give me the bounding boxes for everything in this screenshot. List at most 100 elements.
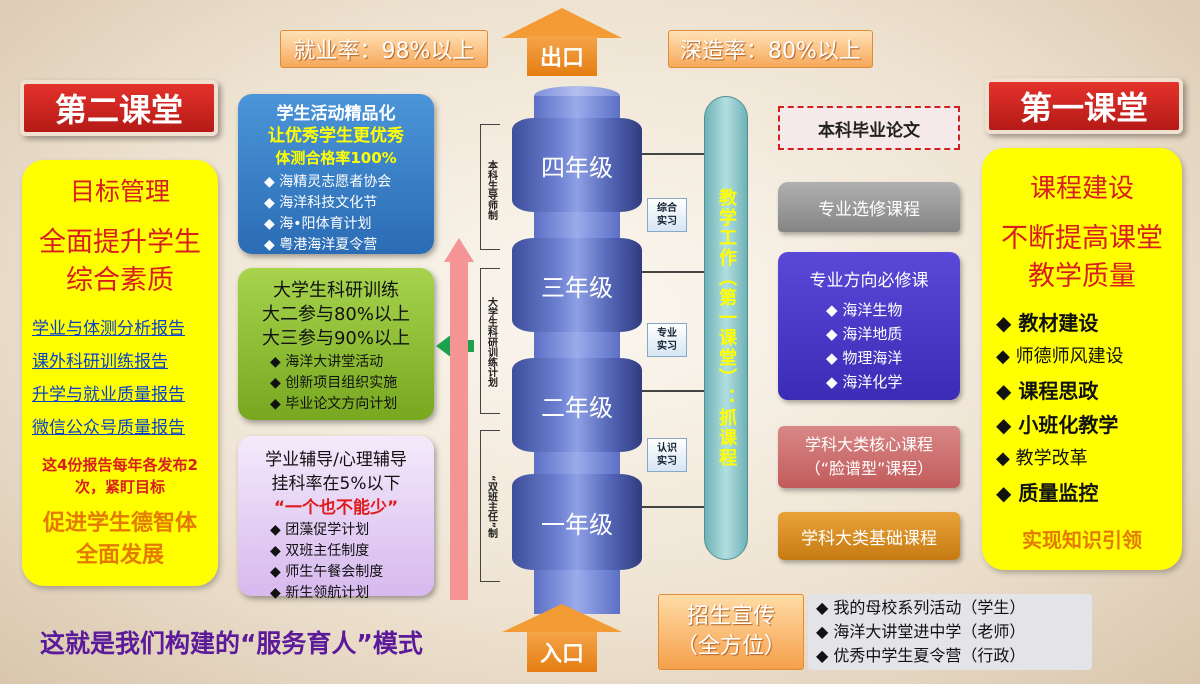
connector-line — [642, 271, 704, 273]
list-item: 海洋化学 — [826, 370, 960, 394]
required-course-title: 专业方向必修课 — [809, 270, 929, 291]
recruit-line1: 招生宣传 — [686, 604, 775, 629]
report-link[interactable]: 微信公众号质量报告 — [32, 418, 185, 438]
course-measure-list: 教材建设 师德师风建设 课程思政 小班化教学 教学改革 质量监控 — [996, 306, 1182, 510]
tutoring-title: 学业辅导/心理辅导 — [265, 449, 407, 470]
tutoring-list: 团藻促学计划 双班主任制度 师生午餐会制度 新生领航计划 — [270, 520, 434, 604]
goal-heading: 目标管理 — [69, 177, 170, 206]
bracket-tutor — [480, 124, 500, 250]
list-item: 师德师风建设 — [996, 340, 1182, 374]
list-item: 海洋大讲堂进中学（老师） — [816, 620, 1092, 644]
list-item: 海洋地质 — [826, 322, 960, 346]
exit-arrow: 出口 — [497, 8, 627, 76]
report-link[interactable]: 学业与体测分析报告 — [32, 319, 185, 339]
list-item: 物理海洋 — [826, 346, 960, 370]
list-item: 我的母校系列活动（学生） — [816, 596, 1092, 620]
pink-up-arrow — [444, 238, 474, 600]
report-link[interactable]: 课外科研训练报告 — [32, 352, 168, 372]
grade-4-label: 四年级 — [541, 153, 613, 182]
list-item: 师生午餐会制度 — [270, 562, 434, 583]
connector-line — [642, 506, 704, 508]
thesis-box: 本科毕业论文 — [778, 106, 960, 150]
list-item: 小班化教学 — [996, 408, 1182, 442]
list-item: 海洋大讲堂活动 — [270, 352, 434, 373]
second-classroom-title: 第二课堂 — [20, 80, 218, 136]
list-item: 海•阳体育计划 — [264, 214, 434, 235]
practice-tag-cognitive: 认识实习 — [647, 438, 687, 472]
course-heading: 课程建设 — [1029, 173, 1134, 204]
activity-subtitle: 让优秀学生更优秀 — [268, 125, 404, 146]
entry-label: 入口 — [539, 642, 584, 667]
tutoring-slogan: “一个也不能少” — [273, 497, 399, 518]
teaching-work-label: 教学工作（第一课堂）：抓课程 — [716, 188, 737, 468]
goal-slogan: 促进学生德智体全面发展 — [42, 511, 197, 568]
core-course-line2: （“脸谱型”课程） — [804, 459, 934, 478]
vertical-label-research-plan: 大学生科研训练计划 — [485, 297, 497, 387]
tutoring-line1: 挂科率在5%以下 — [271, 473, 401, 494]
course-slogan: 实现知识引领 — [1022, 527, 1142, 552]
research-list: 海洋大讲堂活动 创新项目组织实施 毕业论文方向计划 — [270, 352, 434, 415]
grade-1-cylinder: 一年级 — [512, 474, 642, 570]
research-line1: 大二参与80%以上 — [261, 304, 410, 325]
research-training-box: 大学生科研训练 大二参与80%以上 大三参与90%以上 海洋大讲堂活动 创新项目… — [238, 268, 434, 420]
vertical-label-tutor-system: 本科生导师制 — [485, 160, 497, 220]
practice-tag-professional: 专业实习 — [647, 323, 687, 357]
grade-2-label: 二年级 — [541, 393, 613, 422]
list-item: 海精灵志愿者协会 — [264, 172, 434, 193]
list-item: 课程思政 — [996, 374, 1182, 408]
further-study-rate-box: 深造率：80%以上 — [668, 30, 873, 68]
bracket-dual-teacher — [480, 430, 500, 582]
course-construction-panel: 课程建设 不断提高课堂教学质量 教材建设 师德师风建设 课程思政 小班化教学 教… — [982, 148, 1182, 570]
goal-management-panel: 目标管理 全面提升学生综合素质 学业与体测分析报告 课外科研训练报告 升学与就业… — [22, 160, 218, 586]
research-title: 大学生科研训练 — [273, 280, 399, 301]
elective-course-box: 专业选修课程 — [778, 182, 960, 232]
further-study-rate-text: 深造率：80%以上 — [680, 39, 861, 64]
list-item: 双班主任制度 — [270, 541, 434, 562]
list-item: 团藻促学计划 — [270, 520, 434, 541]
list-item: 新生领航计划 — [270, 583, 434, 604]
service-model-caption: 这就是我们构建的“服务育人”模式 — [40, 629, 423, 658]
grade-2-cylinder: 二年级 — [512, 358, 642, 452]
employment-rate-text: 就业率：98%以上 — [293, 39, 475, 64]
course-subheading: 不断提高课堂教学质量 — [1001, 223, 1163, 292]
first-classroom-title: 第一课堂 — [985, 78, 1183, 134]
grade-3-cylinder: 三年级 — [512, 238, 642, 332]
connector-line — [642, 390, 704, 392]
bracket-research — [480, 268, 500, 414]
recruit-line2: （全方位） — [675, 634, 786, 659]
vertical-label-dual-teacher: “双班主任”制 — [485, 475, 497, 539]
list-item: 粤港海洋夏令营 — [264, 235, 434, 256]
required-course-list: 海洋生物 海洋地质 物理海洋 海洋化学 — [826, 298, 960, 394]
exit-label: 出口 — [539, 46, 584, 71]
grade-3-label: 三年级 — [541, 273, 613, 302]
grade-1-label: 一年级 — [541, 510, 613, 539]
connector-line — [642, 153, 704, 155]
teaching-work-column: 教学工作（第一课堂）：抓课程 — [704, 96, 748, 560]
list-item: 毕业论文方向计划 — [270, 394, 434, 415]
required-course-box: 专业方向必修课 海洋生物 海洋地质 物理海洋 海洋化学 — [778, 252, 960, 400]
employment-rate-box: 就业率：98%以上 — [280, 30, 488, 68]
activity-list: 海精灵志愿者协会 海洋科技文化节 海•阳体育计划 粤港海洋夏令营 — [264, 172, 434, 256]
activity-metric: 体测合格率100% — [275, 148, 397, 167]
entry-arrow: 入口 — [497, 604, 627, 678]
core-course-box: 学科大类核心课程 （“脸谱型”课程） — [778, 426, 960, 488]
list-item: 海洋生物 — [826, 298, 960, 322]
activity-title: 学生活动精品化 — [276, 103, 396, 124]
tutoring-box: 学业辅导/心理辅导 挂科率在5%以下 “一个也不能少” 团藻促学计划 双班主任制… — [238, 436, 434, 601]
goal-subheading: 全面提升学生综合素质 — [39, 227, 201, 296]
recruitment-box: 招生宣传 （全方位） — [658, 594, 804, 670]
list-item: 海洋科技文化节 — [264, 193, 434, 214]
report-link[interactable]: 升学与就业质量报告 — [32, 385, 185, 405]
student-activity-box: 学生活动精品化 让优秀学生更优秀 体测合格率100% 海精灵志愿者协会 海洋科技… — [238, 94, 434, 254]
grade-4-cylinder: 四年级 — [512, 118, 642, 212]
report-list: 学业与体测分析报告 课外科研训练报告 升学与就业质量报告 微信公众号质量报告 — [32, 314, 222, 446]
list-item: 教学改革 — [996, 442, 1182, 476]
list-item: 教材建设 — [996, 306, 1182, 340]
list-item: 优秀中学生夏令营（行政） — [816, 644, 1092, 668]
report-note: 这4份报告每年各发布2次，紧盯目标 — [42, 456, 198, 496]
recruitment-activity-list: 我的母校系列活动（学生） 海洋大讲堂进中学（老师） 优秀中学生夏令营（行政） — [808, 594, 1092, 670]
basic-course-box: 学科大类基础课程 — [778, 512, 960, 560]
list-item: 质量监控 — [996, 476, 1182, 510]
research-line2: 大三参与90%以上 — [261, 328, 410, 349]
list-item: 创新项目组织实施 — [270, 373, 434, 394]
